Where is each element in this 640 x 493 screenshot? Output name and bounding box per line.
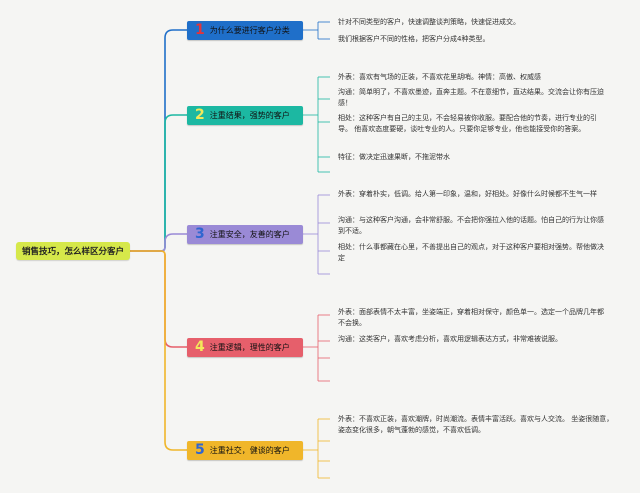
branch-5-label: 注重社交，健谈的客户 xyxy=(209,446,290,455)
branch-4-number: 4 xyxy=(195,339,205,355)
branch-2-label: 注重结果，强势的客户 xyxy=(209,111,290,120)
branch-4-label: 注重逻辑，理性的客户 xyxy=(209,343,290,352)
leaf-4-2: 沟通：这类客户，喜欢考虑分析，喜欢用逻辑表达方式，非常难被说服。 xyxy=(338,335,562,343)
branch-1-number: 1 xyxy=(195,22,205,38)
leaf-1-2: 我们根据客户不同的性格，把客户分成4种类型。 xyxy=(338,35,490,43)
leaf-3-2: 沟通：与这种客户沟通，会非常舒服。不会把你强拉入他的话题。怕自己的行为让你感到不… xyxy=(338,216,604,235)
branch-5-number: 5 xyxy=(195,442,205,458)
branch-5-social-oriented[interactable]: 5 注重社交，健谈的客户 xyxy=(187,441,303,460)
root-topic[interactable]: 销售技巧，怎么样区分客户 xyxy=(16,242,130,260)
leaf-2-3: 相处：这种客户有自己的主见，不会轻易被你收服。要配合他的节奏，进行专业的引导。 … xyxy=(338,114,597,133)
branch-3-label: 注重安全，友善的客户 xyxy=(209,230,290,239)
leaf-3-1: 外表：穿着朴实，低调。给人第一印象，温和，好相处。好像什么时候都不生气一样 xyxy=(338,190,597,198)
leaf-3-3: 相处：什么事都藏在心里，不善提出自己的观点，对于这种客户要相对强势。帮他做决定 xyxy=(338,243,604,262)
leaf-1-1: 针对不同类型的客户，快速调整谈判策略，快速促进成交。 xyxy=(338,18,520,26)
branch-3-number: 3 xyxy=(195,226,205,242)
leaf-2-4: 特征：做决定迅速果断，不拖泥带水 xyxy=(338,153,450,161)
root-topic-label: 销售技巧，怎么样区分客户 xyxy=(21,247,124,257)
leaf-2-1: 外表：喜欢有气场的正装，不喜欢花里胡哨。神情：高傲、权威感 xyxy=(338,73,541,81)
leaf-4-1: 外表：面部表情不太丰富，坐姿端正，穿着相对保守，颜色单一。选定一个品牌几年都不会… xyxy=(338,308,604,327)
branch-2-number: 2 xyxy=(195,107,205,123)
branch-3-safety-oriented[interactable]: 3 注重安全，友善的客户 xyxy=(187,225,303,244)
leaf-5-1: 外表：不喜欢正装，喜欢潮牌，时尚潮流。表情丰富活跃。喜欢与人交流。 坐姿很随意，… xyxy=(338,415,614,434)
branch-4-logic-oriented[interactable]: 4 注重逻辑，理性的客户 xyxy=(187,338,303,357)
branch-2-result-oriented[interactable]: 2 注重结果，强势的客户 xyxy=(187,106,303,125)
leaf-2-2: 沟通：简单明了，不喜欢墨迹，直奔主题。不在意细节，直达结果。交流会让你有压迫感！ xyxy=(338,88,604,107)
branch-1-why-classify[interactable]: 1 为什么要进行客户分类 xyxy=(187,21,303,40)
branch-1-label: 为什么要进行客户分类 xyxy=(209,26,290,35)
